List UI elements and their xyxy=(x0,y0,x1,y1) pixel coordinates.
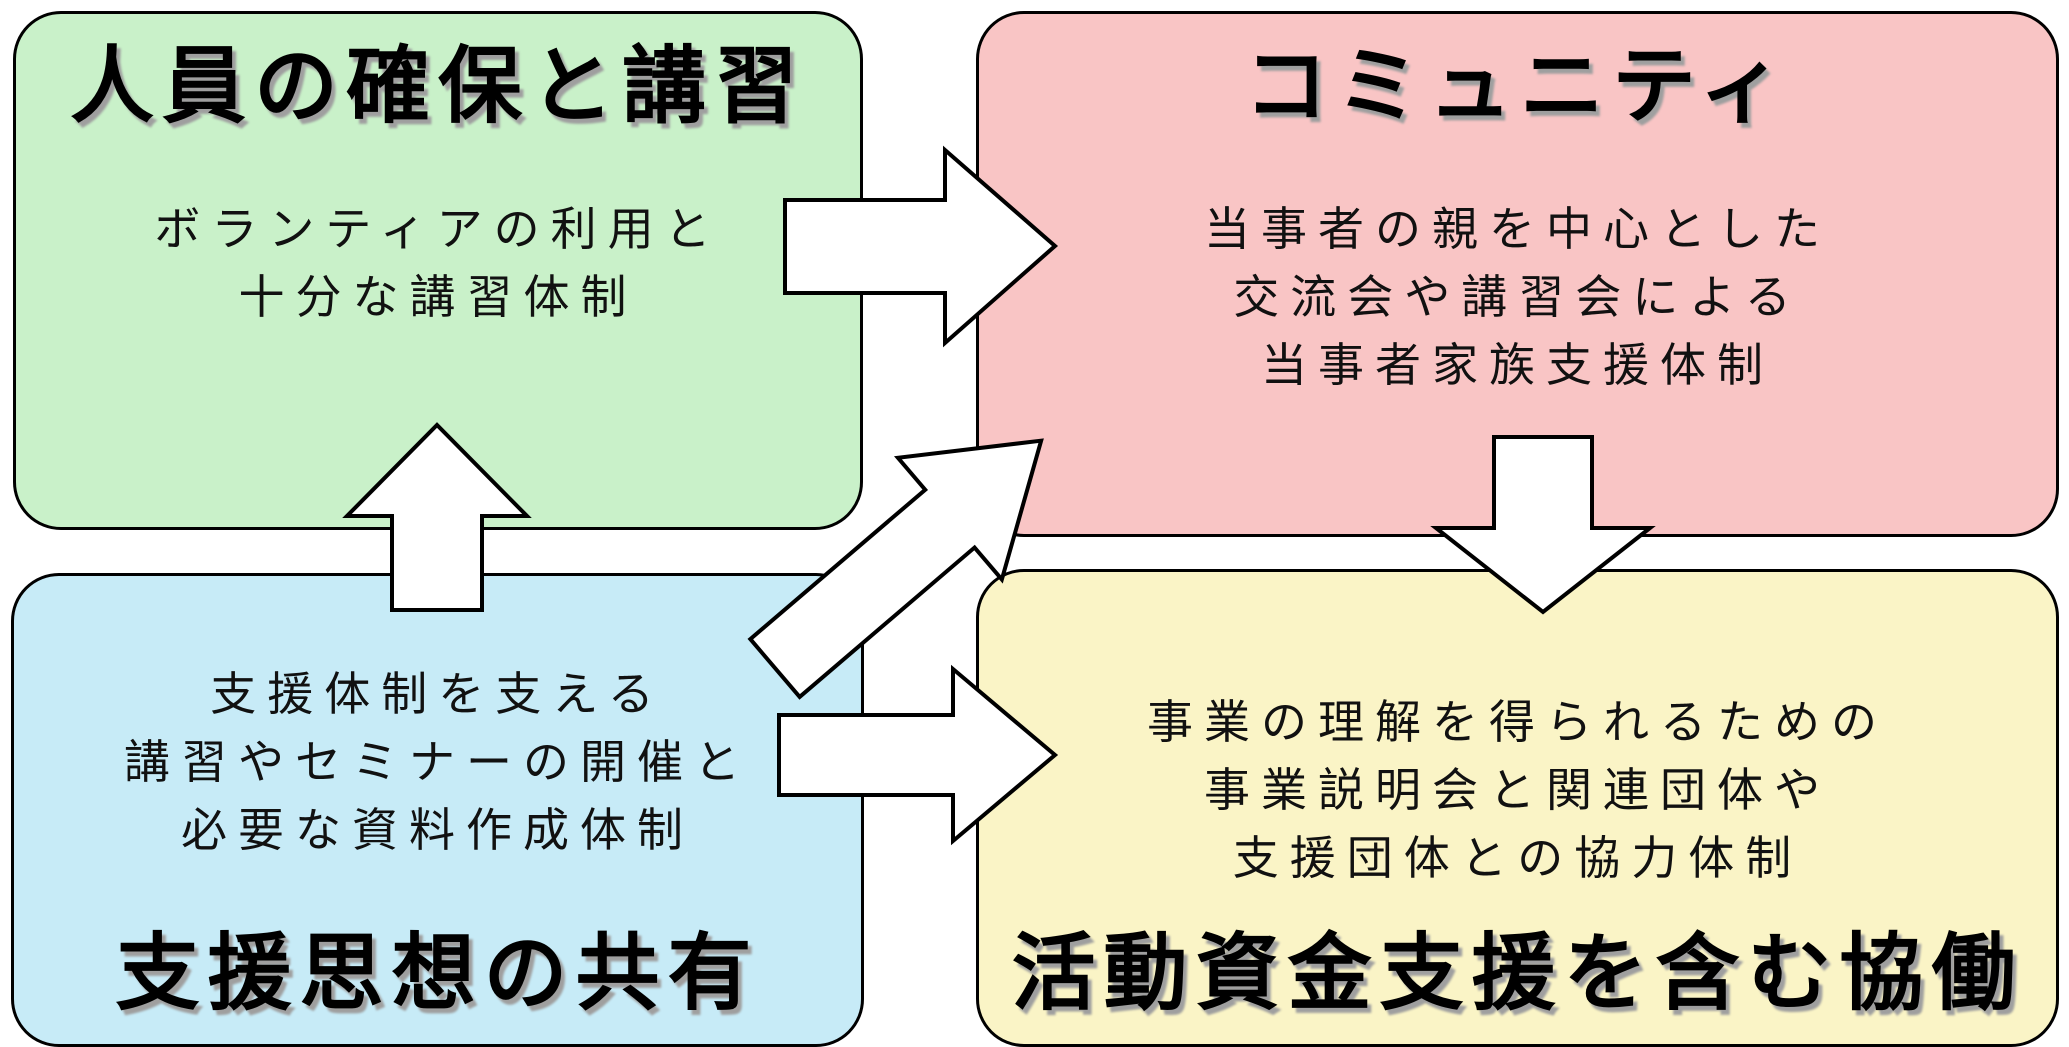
box-body-line: 必要な資料作成体制 xyxy=(181,804,694,857)
box-body-staffing-training: ボランティアの利用と 十分な講習体制 xyxy=(154,195,721,331)
box-body-line: 事業の理解を得られるための xyxy=(1147,696,1888,748)
box-title-community: コミュニティ xyxy=(1244,39,1791,133)
box-staffing-training: 人員の確保と講習 ボランティアの利用と 十分な講習体制 xyxy=(13,11,863,530)
box-community: コミュニティ 当事者の親を中心とした 交流会や講習会による 当事者家族支援体制 xyxy=(976,11,2059,537)
box-body-line: 支援体制を支える xyxy=(210,668,665,720)
box-support-philosophy: 支援体制を支える 講習やセミナーの開催と 必要な資料作成体制 支援思想の共有 xyxy=(11,573,864,1047)
box-body-line: 事業説明会と関連団体や xyxy=(1204,764,1831,817)
box-body-line: 講習やセミナーの開催と xyxy=(124,736,751,789)
box-body-line: 十分な講習体制 xyxy=(238,270,638,323)
box-funding-collaboration: 事業の理解を得られるための 事業説明会と関連団体や 支援団体との協力体制 活動資… xyxy=(976,569,2059,1047)
box-body-line: ボランティアの利用と xyxy=(154,202,722,255)
box-body-line: 交流会や講習会による xyxy=(1233,270,1802,323)
box-body-line: 支援団体との協力体制 xyxy=(1232,832,1803,885)
box-body-line: 当事者の親を中心とした xyxy=(1204,202,1831,255)
box-body-line: 当事者家族支援体制 xyxy=(1261,338,1774,391)
box-body-community: 当事者の親を中心とした 交流会や講習会による 当事者家族支援体制 xyxy=(1204,195,1831,399)
box-title-staffing-training: 人員の確保と講習 xyxy=(69,39,806,133)
box-body-funding-collaboration: 事業の理解を得られるための 事業説明会と関連団体や 支援団体との協力体制 xyxy=(1147,688,1888,892)
box-body-support-philosophy: 支援体制を支える 講習やセミナーの開催と 必要な資料作成体制 xyxy=(124,660,751,864)
box-title-funding-collaboration: 活動資金支援を含む協働 xyxy=(1011,926,2024,1021)
box-title-support-philosophy: 支援思想の共有 xyxy=(115,926,760,1021)
